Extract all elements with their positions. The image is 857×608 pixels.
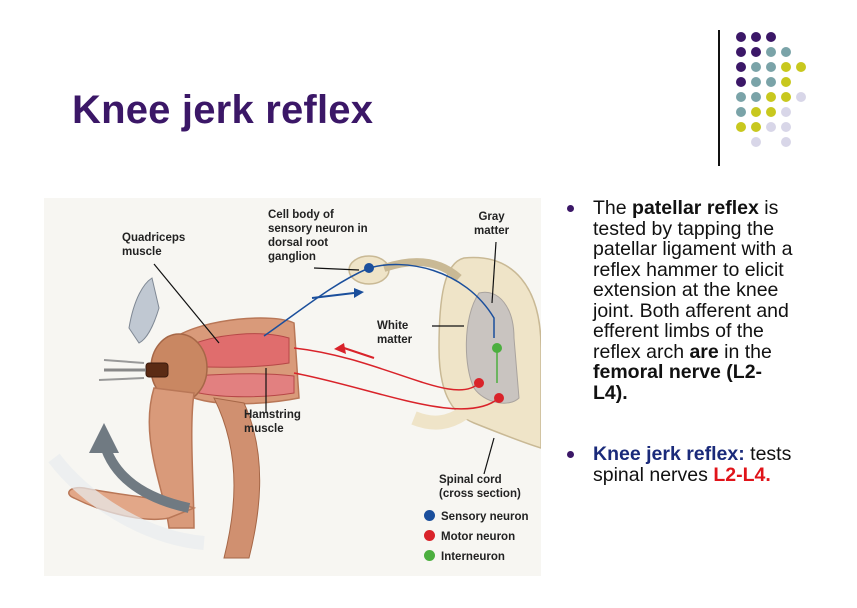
white-matter-label-line2: matter <box>377 334 413 346</box>
bullet2-text-3: L2-L4. <box>713 463 771 486</box>
legend-interneuron-label: Interneuron <box>441 551 505 563</box>
deco-dot <box>751 77 761 87</box>
cell-body-label: Cell body of sensory neuron in dorsal ro… <box>268 208 368 264</box>
hamstring-label: Hamstring muscle <box>244 408 301 436</box>
deco-dot <box>751 32 761 42</box>
deco-dot <box>736 47 746 57</box>
deco-dot <box>766 32 776 42</box>
bullet1-text-4: are <box>689 340 719 363</box>
interneuron-swatch <box>424 550 435 561</box>
bullet-patellar-reflex: The patellar reflex is tested by tapping… <box>565 198 795 403</box>
spinal-cord-label-line1: Spinal cord <box>439 474 502 486</box>
bullet-list: The patellar reflex is tested by tapping… <box>565 198 795 485</box>
bullet2-text-1: Knee jerk reflex: <box>593 443 745 465</box>
spinal-cord-label-line2: (cross section) <box>439 488 521 500</box>
bullet2-text-2: tests spinal nerves <box>593 443 792 486</box>
deco-dot <box>766 92 776 102</box>
legend-sensory-neuron: Sensory neuron <box>424 510 529 523</box>
deco-dot <box>766 62 776 72</box>
deco-dot <box>751 107 761 117</box>
deco-dot <box>736 62 746 72</box>
leg-illustration <box>48 277 300 559</box>
deco-dot <box>736 92 746 102</box>
slide-title: Knee jerk reflex <box>72 88 374 132</box>
quadriceps-label-line2: muscle <box>122 246 162 258</box>
cell-body-label-line2: sensory neuron in <box>268 223 368 235</box>
bullet1-text-5: in the <box>718 340 772 363</box>
gray-matter-label: Gray matter <box>474 210 509 238</box>
deco-dot <box>751 62 761 72</box>
bullet1-text-3: is tested by tapping the patellar ligame… <box>593 197 793 363</box>
deco-dot <box>796 62 806 72</box>
deco-dot <box>781 47 791 57</box>
deco-dot <box>766 107 776 117</box>
deco-dot <box>736 32 746 42</box>
white-matter-label: White matter <box>377 319 412 347</box>
neuron-pathways <box>263 263 504 410</box>
label-leader-lines <box>153 241 497 475</box>
title-divider-line <box>718 30 720 166</box>
deco-dot <box>781 107 791 117</box>
deco-dot <box>751 122 761 132</box>
bullet-knee-jerk: Knee jerk reflex: tests spinal nerves L2… <box>565 444 795 485</box>
bullet1-text-2: patellar reflex <box>632 197 759 219</box>
deco-dot <box>796 92 806 102</box>
bullet-dot-icon <box>567 451 574 458</box>
deco-dot <box>781 92 791 102</box>
motor-neuron-swatch <box>424 530 435 541</box>
deco-dot <box>736 107 746 117</box>
deco-dot <box>736 77 746 87</box>
gray-matter-label-line1: Gray <box>478 211 505 223</box>
deco-dot <box>751 92 761 102</box>
deco-dot <box>766 47 776 57</box>
hamstring-label-line1: Hamstring <box>244 409 301 421</box>
legend-interneuron: Interneuron <box>424 550 505 563</box>
legend-motor-label: Motor neuron <box>441 531 516 543</box>
deco-dot <box>781 137 791 147</box>
quadriceps-label: Quadriceps muscle <box>122 231 185 259</box>
gray-matter-label-line2: matter <box>474 225 510 237</box>
knee-jerk-reflex-diagram: Quadriceps muscle Cell body of sensory n… <box>44 198 541 576</box>
deco-dot <box>766 122 776 132</box>
cell-body-label-line3: dorsal root <box>268 237 329 249</box>
legend-sensory-label: Sensory neuron <box>441 511 529 523</box>
bullet1-text-6: femoral nerve (L2-L4). <box>593 361 763 404</box>
deco-dot <box>781 77 791 87</box>
deco-dot <box>751 137 761 147</box>
deco-dot <box>736 122 746 132</box>
reflex-illustration <box>48 241 541 559</box>
deco-dot <box>766 77 776 87</box>
deco-dot <box>781 62 791 72</box>
spinal-cord-cross-section <box>348 255 541 449</box>
deco-dot <box>751 47 761 57</box>
legend-motor-neuron: Motor neuron <box>424 530 515 543</box>
bullet1-text-1: The <box>593 197 633 219</box>
bullet-dot-icon <box>567 205 574 212</box>
sensory-neuron-swatch <box>424 510 435 521</box>
cell-body-label-line1: Cell body of <box>268 209 334 221</box>
hamstring-label-line2: muscle <box>244 423 284 435</box>
spinal-cord-label: Spinal cord (cross section) <box>439 473 521 501</box>
quadriceps-label-line1: Quadriceps <box>122 232 186 244</box>
deco-dot <box>781 122 791 132</box>
cell-body-label-line4: ganglion <box>268 251 316 263</box>
white-matter-label-line1: White <box>377 320 409 332</box>
